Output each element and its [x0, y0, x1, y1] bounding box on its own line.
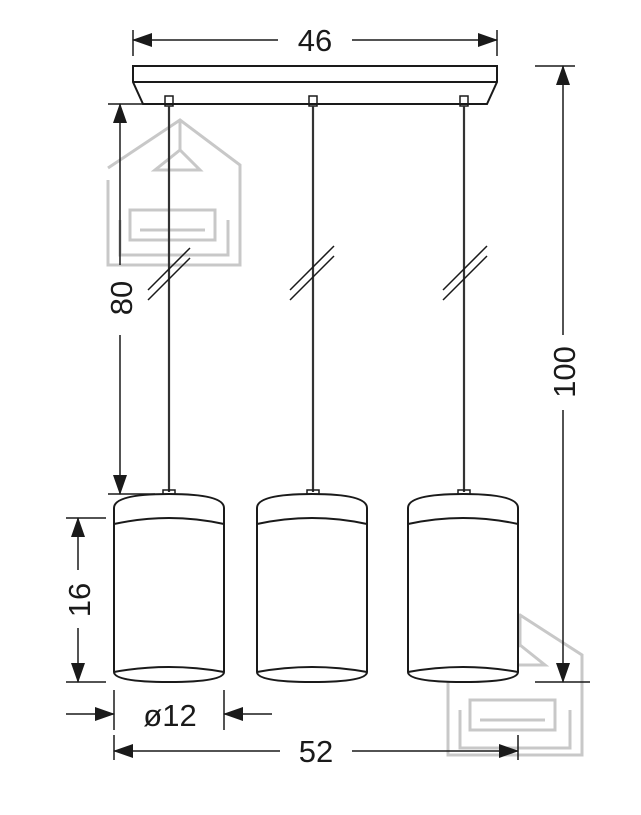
dimension-shade-diameter: ø12: [66, 690, 272, 733]
label-cord-length: 80: [104, 281, 139, 315]
lamp-shade-middle: [256, 489, 368, 684]
watermark-logo-top: [106, 118, 242, 267]
dimension-cord-length: 80: [104, 103, 155, 495]
dimension-total-height: 100: [535, 65, 590, 683]
ceiling-canopy: [132, 65, 498, 105]
label-shade-height: 16: [62, 583, 97, 617]
label-canopy-width: 46: [298, 23, 332, 58]
dimension-canopy-width: 46: [132, 23, 498, 58]
lamp-shade-left: [113, 489, 225, 684]
suspension-cords: [147, 95, 488, 492]
label-shade-diameter: ø12: [143, 698, 196, 733]
lamp-shade-right: [407, 489, 519, 684]
label-total-height: 100: [547, 346, 582, 398]
dimension-shade-height: 16: [62, 517, 106, 683]
label-total-width: 52: [299, 734, 333, 769]
dimension-total-width: 52: [113, 734, 519, 769]
